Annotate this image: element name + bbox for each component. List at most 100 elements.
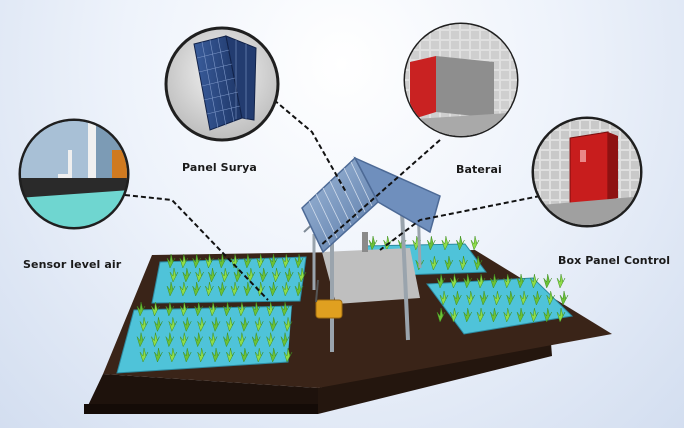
plant: [208, 332, 218, 348]
plant: [383, 235, 392, 251]
plant: [439, 290, 449, 306]
plant: [493, 290, 502, 306]
plant: [136, 301, 146, 317]
plant: [436, 307, 446, 323]
plant: [450, 307, 459, 323]
plant: [182, 267, 192, 283]
plant: [165, 301, 175, 317]
plant: [530, 273, 539, 289]
plant: [294, 281, 304, 297]
panel-surya-lens: [164, 26, 280, 142]
battery-icon: [405, 24, 517, 136]
plant: [211, 347, 221, 363]
plant: [266, 301, 275, 317]
plant: [473, 255, 483, 271]
plant: [230, 281, 240, 297]
plant: [166, 253, 176, 269]
plant: [269, 253, 278, 269]
plant: [436, 273, 446, 289]
plant: [179, 253, 189, 269]
plant: [243, 281, 253, 297]
plant: [272, 267, 281, 283]
callout-line-panel: [273, 99, 347, 193]
baterai-label: Baterai: [456, 163, 502, 176]
baterai-lens: [403, 22, 519, 138]
plant: [543, 273, 552, 289]
plant: [220, 267, 230, 283]
plant: [280, 332, 290, 348]
plant: [194, 301, 203, 317]
plant: [197, 347, 206, 363]
plant: [368, 235, 378, 251]
plant: [179, 301, 189, 317]
control-box-icon: [534, 119, 640, 225]
solar-panel-icon: [193, 35, 257, 131]
plant: [205, 281, 214, 297]
plant: [217, 281, 227, 297]
plant: [165, 332, 175, 348]
plant: [490, 307, 499, 323]
plant: [179, 281, 189, 297]
plant: [243, 253, 253, 269]
plant: [476, 273, 486, 289]
water-beds: [116, 243, 574, 374]
plant: [169, 267, 179, 283]
sensor-level-air-lens: [18, 118, 130, 230]
plant: [559, 290, 569, 306]
panel-surya-label: Panel Surya: [182, 161, 257, 174]
greenhouse-shelter-icon: [301, 156, 441, 352]
plant: [192, 281, 201, 297]
plant: [281, 281, 291, 297]
plant: [237, 332, 247, 348]
plant: [194, 332, 203, 348]
plant: [533, 290, 542, 306]
plant: [166, 281, 176, 297]
plant: [269, 347, 278, 363]
plant: [151, 301, 160, 317]
plant: [269, 281, 278, 297]
plant: [294, 253, 304, 269]
plant: [246, 267, 256, 283]
plant: [223, 301, 232, 317]
plant: [179, 332, 189, 348]
plant: [251, 332, 261, 348]
plant: [259, 267, 268, 283]
plant: [151, 332, 160, 348]
plant: [444, 255, 454, 271]
callout-line-control: [379, 195, 541, 251]
plant: [453, 290, 462, 306]
plant: [412, 235, 421, 251]
plant: [519, 290, 529, 306]
box-panel-control-label: Box Panel Control: [558, 254, 671, 267]
plant: [205, 253, 214, 269]
callout-lines: [124, 99, 541, 301]
plant: [195, 267, 204, 283]
plant: [516, 307, 526, 323]
plant: [441, 235, 451, 251]
plant: [556, 273, 566, 289]
plant: [217, 253, 227, 269]
plant: [208, 267, 217, 283]
callout-line-battery: [319, 139, 441, 247]
plant: [223, 332, 232, 348]
callout-line-sensor: [124, 194, 269, 301]
plant: [479, 290, 489, 306]
plant: [154, 347, 163, 363]
plant: [192, 253, 201, 269]
plant: [240, 347, 250, 363]
sensor-level-air-label: Sensor level air: [23, 258, 122, 271]
plant: [280, 301, 290, 317]
plant: [283, 347, 293, 363]
plant: [237, 301, 247, 317]
plant: [281, 253, 291, 269]
plant: [476, 307, 486, 323]
plant: [136, 332, 146, 348]
plant: [208, 301, 218, 317]
plant: [556, 307, 566, 323]
plant: [139, 347, 149, 363]
plant: [530, 307, 539, 323]
plant: [182, 347, 192, 363]
plant: [251, 301, 261, 317]
